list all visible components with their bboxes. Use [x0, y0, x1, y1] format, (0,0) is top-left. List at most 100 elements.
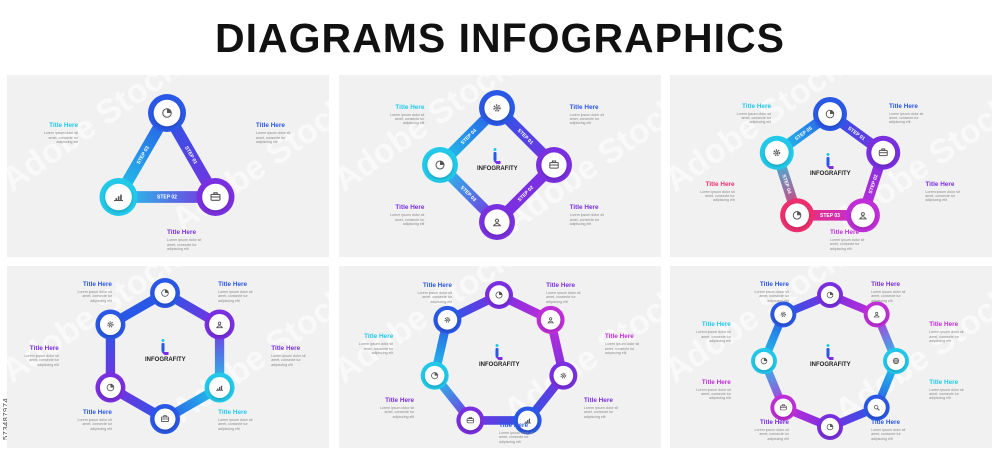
item-description: Lorem ipsum dolor sit amet, consecte tur… — [390, 112, 425, 126]
item-description: Lorem ipsum dolor sit amet, consecte tur… — [379, 406, 415, 419]
cycle-diagram — [420, 281, 578, 435]
item-title: Title Here — [422, 282, 452, 290]
pie-chart-icon — [826, 291, 834, 299]
bar-chart-icon — [216, 385, 224, 391]
item-title: Title Here — [929, 321, 959, 329]
step-node — [95, 309, 126, 340]
item-title: Title Here — [82, 281, 112, 289]
item-title: Title Here — [925, 180, 955, 188]
item-description: Lorem ipsum dolor sit amet, consecte tur… — [871, 290, 906, 303]
user-icon — [858, 212, 868, 220]
user-icon — [492, 218, 502, 227]
item-description: Lorem ipsum dolor sit amet, consecte tur… — [77, 290, 112, 303]
step-node — [479, 90, 515, 126]
brand-logo — [826, 153, 834, 169]
item-description: Lorem ipsum dolor sit amet, consecte tur… — [583, 406, 619, 419]
pie-chart-icon — [826, 423, 834, 431]
step-node — [433, 305, 462, 334]
item-description: Lorem ipsum dolor sit amet, consecte tur… — [255, 131, 291, 145]
gear-icon — [107, 321, 114, 328]
pie-chart-icon — [106, 383, 115, 392]
item-description: Lorem ipsum dolor sit amet, consecte tur… — [390, 213, 425, 227]
globe-icon — [892, 357, 900, 365]
item-description: Lorem ipsum dolor sit amet, consecte tur… — [888, 111, 924, 125]
gear-icon — [773, 149, 781, 157]
item-title: Title Here — [830, 228, 860, 236]
item-title: Title Here — [218, 408, 248, 416]
user-icon — [215, 321, 224, 329]
item-title: Title Here — [871, 281, 901, 289]
item-description: Lorem ipsum dolor sit amet, consecte tur… — [358, 342, 394, 356]
bar-chart-icon — [114, 194, 123, 202]
item-description: Lorem ipsum dolor sit amet, consecte tur… — [925, 189, 960, 203]
item-title: Title Here — [546, 282, 576, 290]
item-title: Title Here — [255, 122, 285, 130]
pie-chart-icon — [825, 109, 835, 119]
brand-name: INFOGRAFITY — [810, 362, 851, 368]
item-description: Lorem ipsum dolor sit amet, consecte tur… — [24, 354, 59, 367]
cycle-diagram — [751, 282, 909, 440]
brand-name: INFOGRAFITY — [477, 166, 518, 172]
brand-name: INFOGRAFITY — [145, 357, 186, 363]
item-description: Lorem ipsum dolor sit amet, consecte tur… — [569, 112, 604, 126]
briefcase-icon — [549, 160, 559, 169]
briefcase-icon — [161, 415, 169, 423]
item-title: Title Here — [583, 397, 613, 405]
item-title: Title Here — [759, 418, 789, 426]
item-title: Title Here — [395, 103, 425, 111]
item-description: Lorem ipsum dolor sit amet, consecte tur… — [604, 342, 640, 356]
pie-chart-icon — [792, 211, 802, 220]
item-title: Title Here — [705, 180, 735, 188]
item-title: Title Here — [888, 102, 918, 110]
pie-chart-icon — [161, 289, 169, 297]
pie-chart-icon — [435, 160, 445, 170]
search-icon — [874, 405, 880, 411]
brand-name: INFOGRAFITY — [479, 362, 520, 368]
user-icon — [547, 317, 554, 324]
item-description: Lorem ipsum dolor sit amet, consecte tur… — [77, 417, 112, 431]
step-label: STEP 04 — [780, 174, 792, 195]
headline: DIAGRAMS INFOGRAPHICS — [215, 15, 785, 61]
pie-chart-icon — [760, 357, 768, 365]
step-node — [759, 135, 794, 170]
gear-icon — [444, 316, 451, 323]
item-title: Title Here — [759, 281, 789, 289]
item-title: Title Here — [569, 103, 599, 111]
item-title: Title Here — [499, 422, 529, 429]
item-description: Lorem ipsum dolor sit amet, consecte tur… — [754, 427, 789, 441]
briefcase-icon — [878, 148, 888, 157]
brand-logo — [161, 339, 169, 355]
item-description: Lorem ipsum dolor sit amet, consecte tur… — [546, 291, 581, 304]
item-description: Lorem ipsum dolor sit amet, consecte tur… — [569, 213, 604, 227]
item-title: Title Here — [569, 204, 599, 212]
briefcase-icon — [779, 404, 787, 411]
gear-icon — [493, 104, 501, 112]
pie-chart-icon — [431, 372, 439, 380]
brand-name: INFOGRAFITY — [810, 171, 851, 177]
item-description: Lorem ipsum dolor sit amet, consecte tur… — [417, 291, 452, 304]
item-title: Title Here — [82, 408, 112, 416]
step-label: STEP 02 — [157, 195, 177, 201]
briefcase-icon — [466, 416, 475, 424]
item-description: Lorem ipsum dolor sit amet, consecte tur… — [736, 111, 772, 125]
item-title: Title Here — [604, 333, 634, 341]
item-description: Lorem ipsum dolor sit amet, consecte tur… — [754, 290, 789, 303]
item-title: Title Here — [929, 378, 959, 386]
step-label: STEP 03 — [820, 213, 840, 219]
item-description: Lorem ipsum dolor sit amet, consecte tur… — [830, 237, 865, 251]
item-description: Lorem ipsum dolor sit amet, consecte tur… — [271, 354, 306, 367]
item-title: Title Here — [49, 122, 79, 130]
item-description: Lorem ipsum dolor sit amet, consecte tur… — [871, 427, 906, 441]
item-description: Lorem ipsum dolor sit amet, consecte tur… — [499, 431, 534, 444]
item-title: Title Here — [701, 378, 731, 386]
pie-chart-icon — [162, 108, 172, 118]
item-description: Lorem ipsum dolor sit amet, consecte tur… — [929, 330, 964, 344]
brand-logo — [495, 344, 503, 360]
